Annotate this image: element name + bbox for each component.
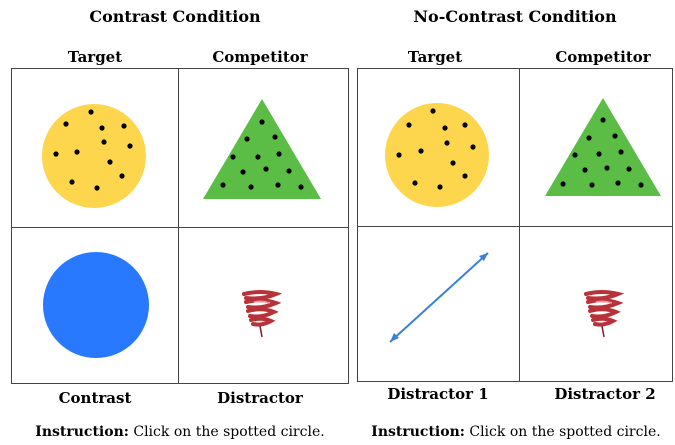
- spotted-triangle-icon[interactable]: [545, 98, 661, 196]
- contrast-competitor-label: Competitor: [212, 48, 308, 66]
- contrast-instruction: Instruction: Click on the spotted circle…: [15, 424, 345, 440]
- contrast-grid-hdivider: [11, 227, 349, 228]
- instruction-text: Click on the spotted circle.: [464, 424, 661, 440]
- no-contrast-distractor2-label: Distractor 2: [554, 385, 656, 403]
- spotted-circle-icon[interactable]: [385, 103, 489, 207]
- no-contrast-grid: [357, 68, 673, 382]
- contrast-grid-vdivider: [178, 68, 179, 384]
- contrast-condition-title: Contrast Condition: [89, 7, 261, 26]
- contrast-target-label: Target: [67, 48, 123, 66]
- spring-icon[interactable]: [240, 290, 283, 340]
- double-arrow-icon[interactable]: [384, 248, 494, 348]
- no-contrast-instruction: Instruction: Click on the spotted circle…: [360, 424, 672, 440]
- no-contrast-competitor-label: Competitor: [555, 48, 651, 66]
- no-contrast-grid-vdivider: [519, 68, 520, 382]
- contrast-distractor-label: Distractor: [217, 389, 303, 407]
- spring-icon[interactable]: [582, 290, 625, 340]
- spotted-triangle-icon[interactable]: [203, 99, 321, 199]
- instruction-prefix: Instruction:: [35, 424, 129, 440]
- contrast-contrast-label: Contrast: [58, 389, 132, 407]
- no-contrast-condition-title: No-Contrast Condition: [413, 7, 617, 26]
- no-contrast-target-label: Target: [407, 48, 463, 66]
- instruction-text: Click on the spotted circle.: [128, 424, 325, 440]
- instruction-prefix: Instruction:: [371, 424, 465, 440]
- spotted-circle-icon[interactable]: [42, 104, 146, 208]
- no-contrast-distractor1-label: Distractor 1: [387, 385, 489, 403]
- no-contrast-grid-hdivider: [357, 226, 673, 227]
- blue-circle-icon[interactable]: [43, 252, 149, 358]
- contrast-grid: [11, 68, 349, 384]
